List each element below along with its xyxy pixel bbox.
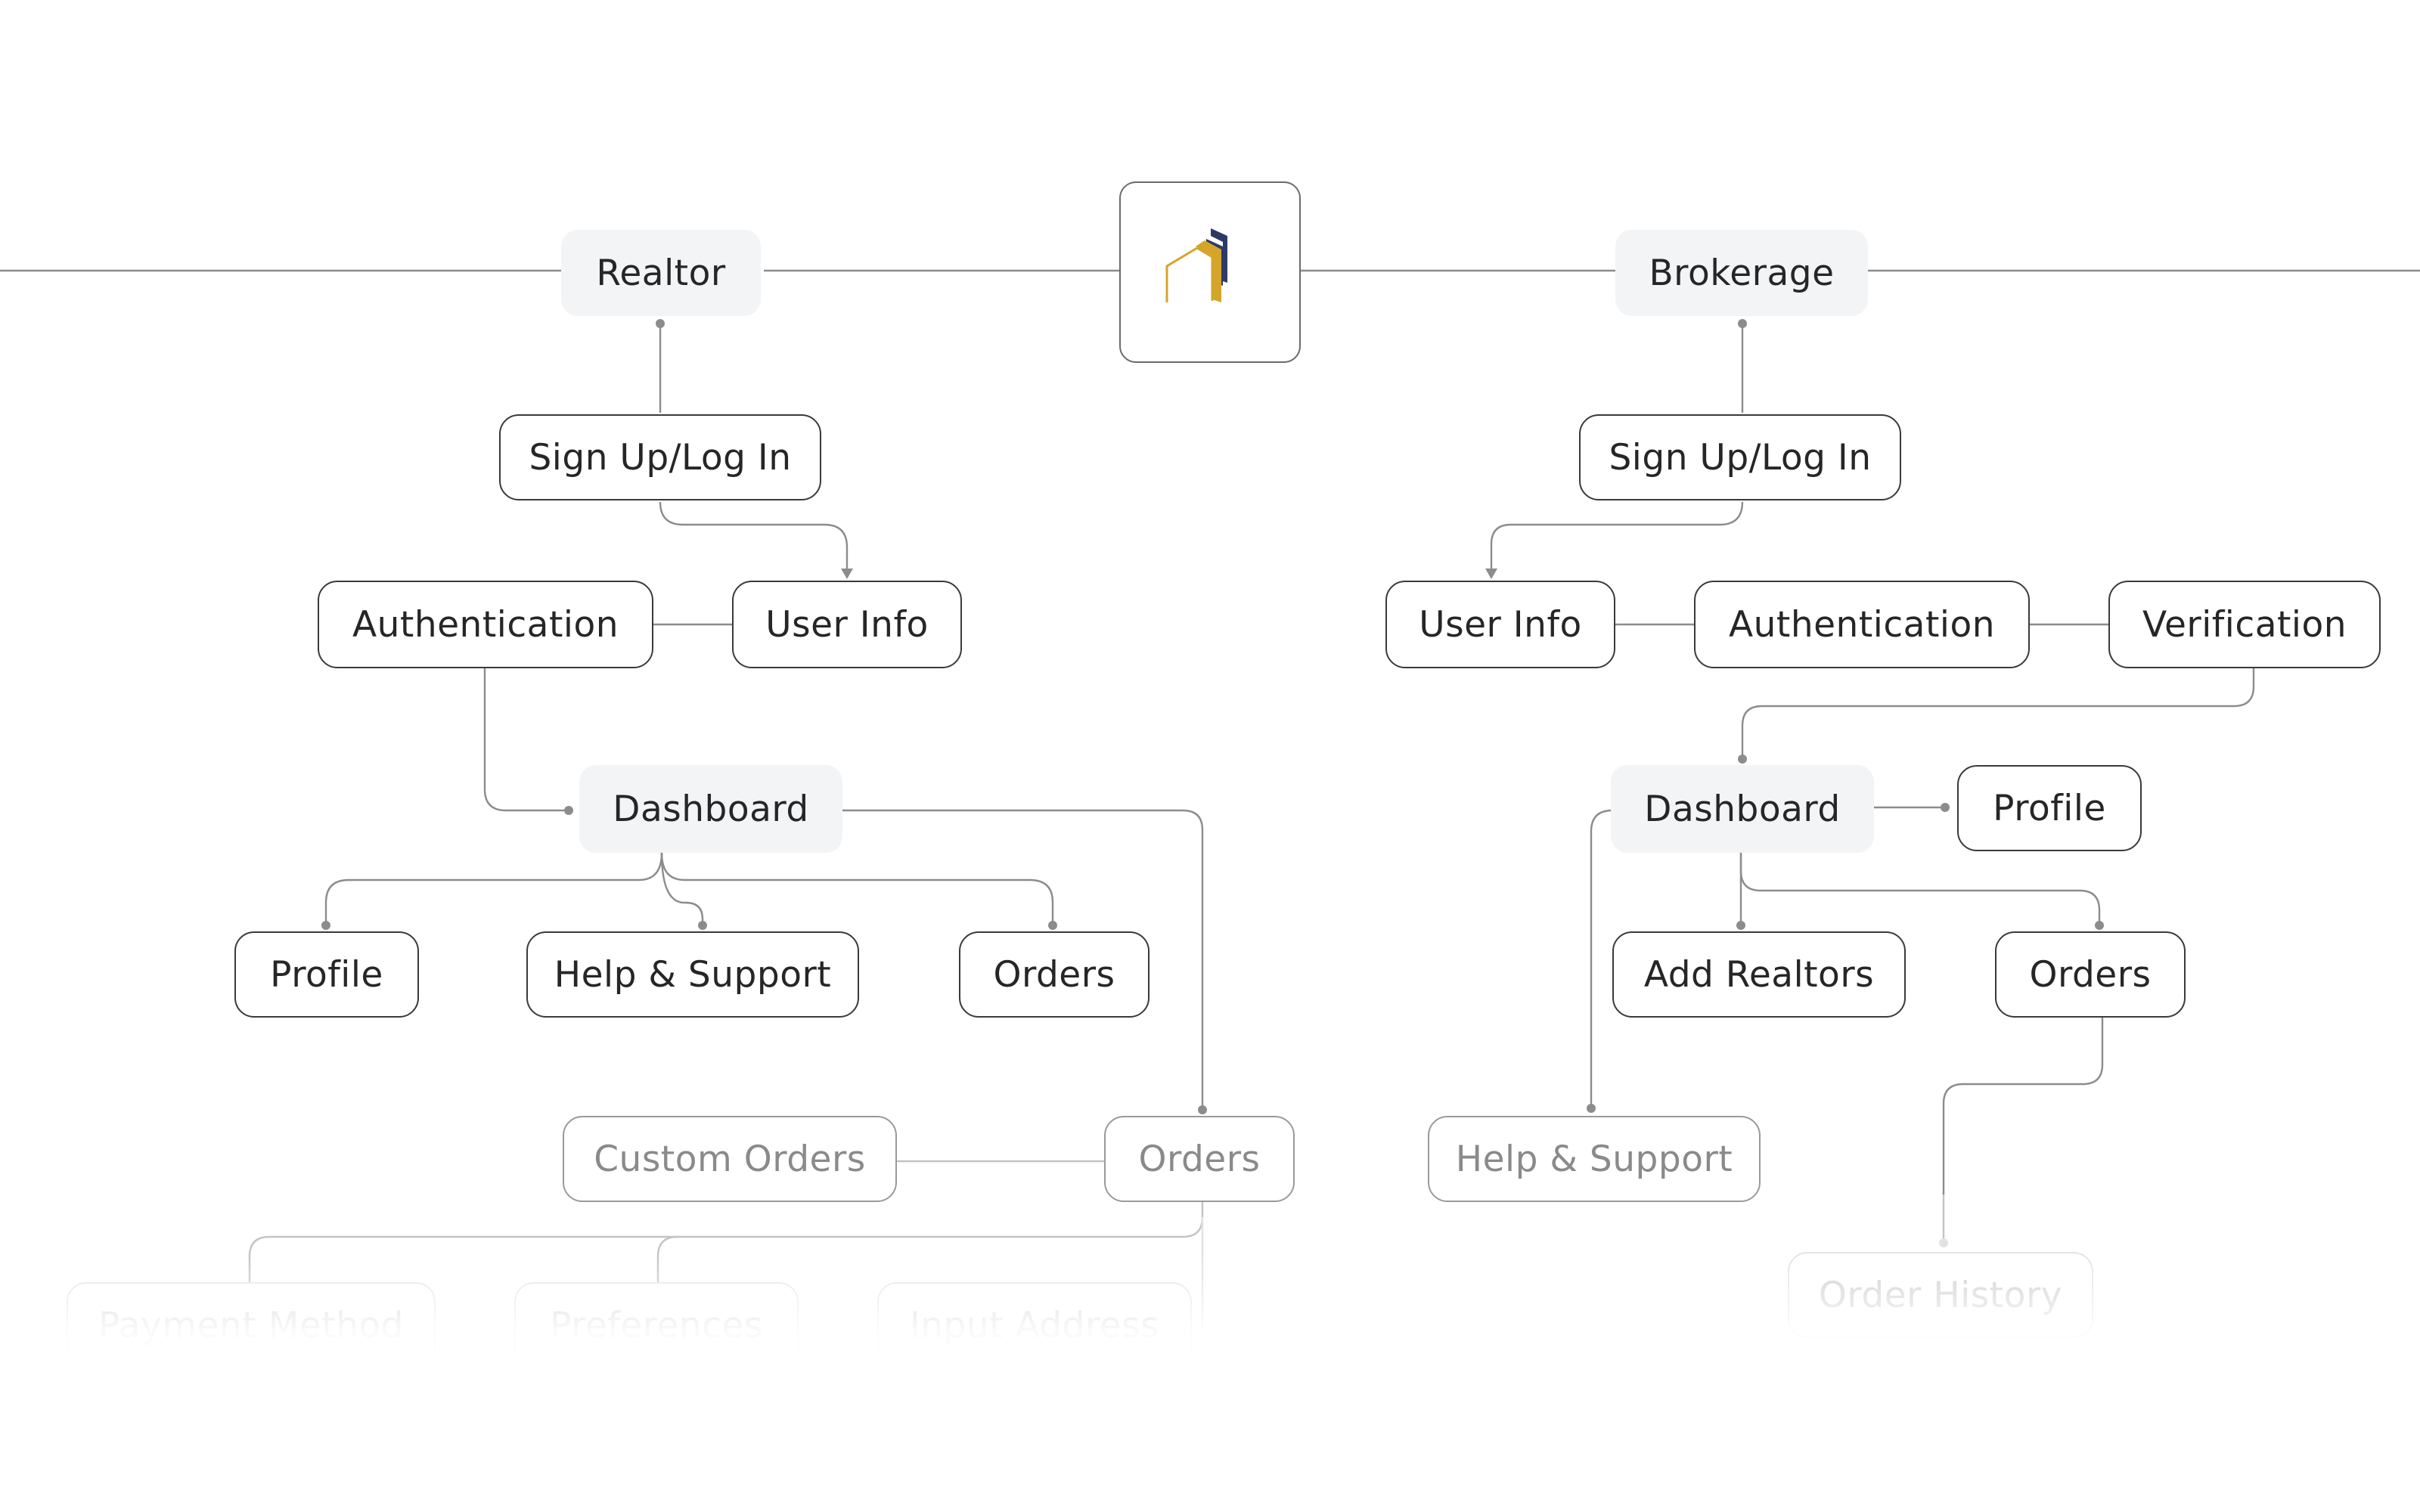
- realtor-user-info-node[interactable]: User Info: [732, 581, 962, 668]
- arrow-head: [1485, 569, 1497, 579]
- logo-node[interactable]: [1119, 181, 1301, 363]
- connector-dot: [1939, 1238, 1948, 1247]
- payment-method-node[interactable]: Payment Method: [67, 1282, 436, 1368]
- connector-dot: [656, 319, 665, 328]
- edge-dashboard-orders-b: [1739, 853, 2101, 925]
- edge-dashboard-help: [660, 852, 704, 925]
- connector-dot: [564, 806, 573, 815]
- connector-dot: [1048, 921, 1057, 930]
- edge-orders-payment: [248, 1202, 1204, 1284]
- brokerage-authentication-node[interactable]: Authentication: [1694, 581, 2030, 668]
- realtor-orders-sub-node[interactable]: Orders: [1104, 1116, 1295, 1202]
- connector-dot: [1587, 1104, 1596, 1113]
- edge-auth-dashboard: [483, 668, 569, 812]
- order-history-node[interactable]: Order History: [1788, 1252, 2093, 1338]
- edge-dashboard-profile: [324, 852, 663, 925]
- input-address-node[interactable]: Input Address: [877, 1282, 1192, 1368]
- add-realtors-node[interactable]: Add Realtors: [1612, 931, 1906, 1018]
- realtor-profile-node[interactable]: Profile: [234, 931, 419, 1018]
- custom-orders-node[interactable]: Custom Orders: [563, 1116, 897, 1202]
- connector-dot: [1941, 803, 1950, 812]
- house-logo-icon: [1165, 228, 1227, 302]
- brokerage-node[interactable]: Brokerage: [1615, 230, 1868, 316]
- brokerage-orders-node[interactable]: Orders: [1995, 931, 2186, 1018]
- edge-orders-preferences: [656, 1235, 678, 1284]
- brokerage-profile-node[interactable]: Profile: [1957, 765, 2142, 851]
- preferences-node[interactable]: Preferences: [514, 1282, 799, 1368]
- connector-dot: [1738, 319, 1747, 328]
- edge-signup-userinfo-b: [1490, 501, 1744, 570]
- realtor-signup-node[interactable]: Sign Up/Log In: [499, 414, 821, 500]
- realtor-dashboard-node[interactable]: Dashboard: [579, 765, 842, 853]
- realtor-node[interactable]: Realtor: [561, 230, 761, 316]
- realtor-help-support-node[interactable]: Help & Support: [526, 931, 859, 1018]
- connector-dot: [1198, 1105, 1207, 1114]
- connector-dot: [1738, 754, 1747, 764]
- connector-dot: [321, 921, 330, 930]
- edge-dashboard-orders: [660, 852, 1054, 925]
- realtor-authentication-node[interactable]: Authentication: [318, 581, 653, 668]
- connector-dot: [698, 921, 707, 930]
- edge-signup-userinfo: [659, 501, 849, 570]
- arrow-head: [841, 569, 853, 579]
- edge-dashboard-orders-sub: [842, 809, 1204, 1110]
- brokerage-signup-node[interactable]: Sign Up/Log In: [1579, 414, 1901, 500]
- connector-dot: [1736, 921, 1745, 930]
- connector-dot: [2095, 921, 2104, 930]
- brokerage-user-info-node[interactable]: User Info: [1385, 581, 1615, 668]
- edge-orders-history: [1942, 1018, 2104, 1194]
- realtor-orders-node[interactable]: Orders: [959, 931, 1150, 1018]
- edge-verification-dashboard: [1741, 668, 2255, 759]
- brokerage-help-support-node[interactable]: Help & Support: [1428, 1116, 1761, 1202]
- verification-node[interactable]: Verification: [2108, 581, 2381, 668]
- edge-dashboard-help-b: [1590, 809, 1613, 1108]
- brokerage-dashboard-node[interactable]: Dashboard: [1611, 765, 1874, 853]
